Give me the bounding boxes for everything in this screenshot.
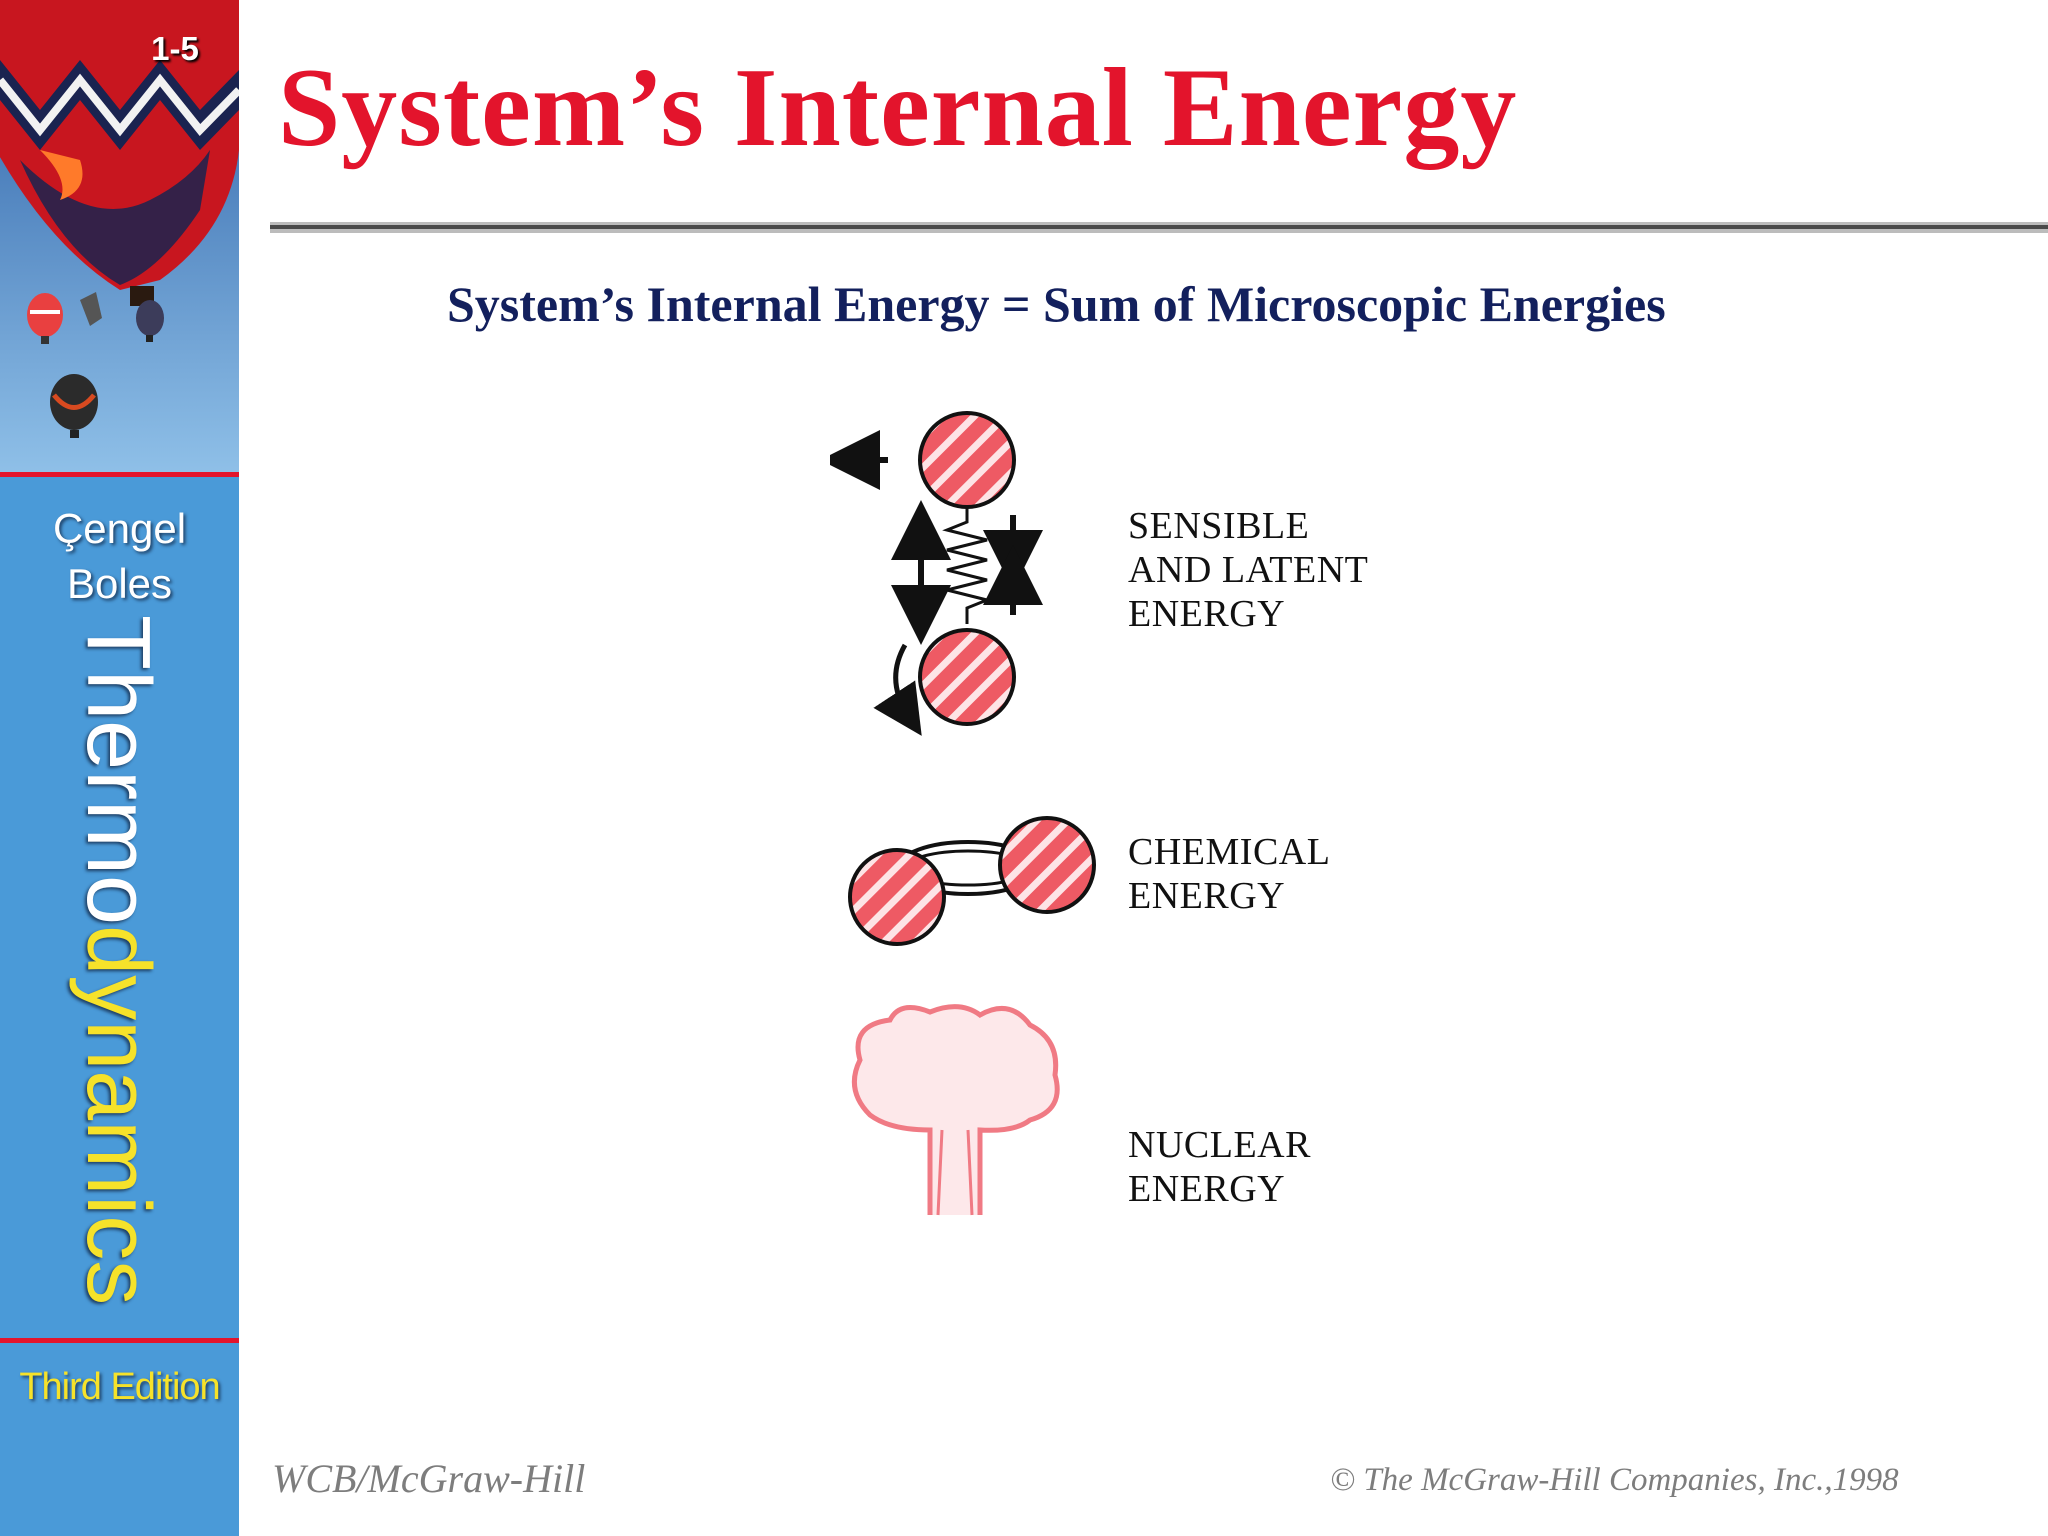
sidebar-divider-top [0, 472, 239, 477]
footer-copyright: © The McGraw-Hill Companies, Inc.,1998 [1330, 1462, 1899, 1498]
label-sensible-latent-energy: SENSIBLE AND LATENT ENERGY [1128, 505, 1369, 635]
mushroom-cloud-icon [851, 1004, 1060, 1216]
book-title: Thermodynamics [68, 615, 168, 1315]
sidebar: 1-5 Çengel Boles Thermodynamics Third Ed… [0, 0, 239, 1536]
title-divider [270, 222, 2048, 233]
slide-title: System’s Internal Energy [278, 46, 1518, 170]
vibrating-molecule-icon [830, 411, 1043, 736]
energy-diagram [830, 411, 1096, 1216]
book-title-highlight: dynamics [68, 925, 168, 1306]
sidebar-divider-bottom [0, 1338, 239, 1343]
label-chemical-energy: CHEMICAL ENERGY [1128, 831, 1331, 917]
hot-air-balloon-photo [0, 0, 239, 474]
footer-publisher: WCB/McGraw-Hill [272, 1456, 586, 1501]
author-cengel: Çengel [52, 505, 187, 552]
chemical-bond-icon [848, 816, 1096, 946]
slide-subtitle: System’s Internal Energy = Sum of Micros… [447, 276, 1666, 332]
edition-label: Third Edition [19, 1366, 220, 1408]
label-nuclear-energy: NUCLEAR ENERGY [1128, 1124, 1311, 1210]
author-boles: Boles [66, 560, 173, 607]
slide-number: 1-5 [151, 30, 199, 67]
book-title-part1: Thermo [68, 615, 168, 926]
